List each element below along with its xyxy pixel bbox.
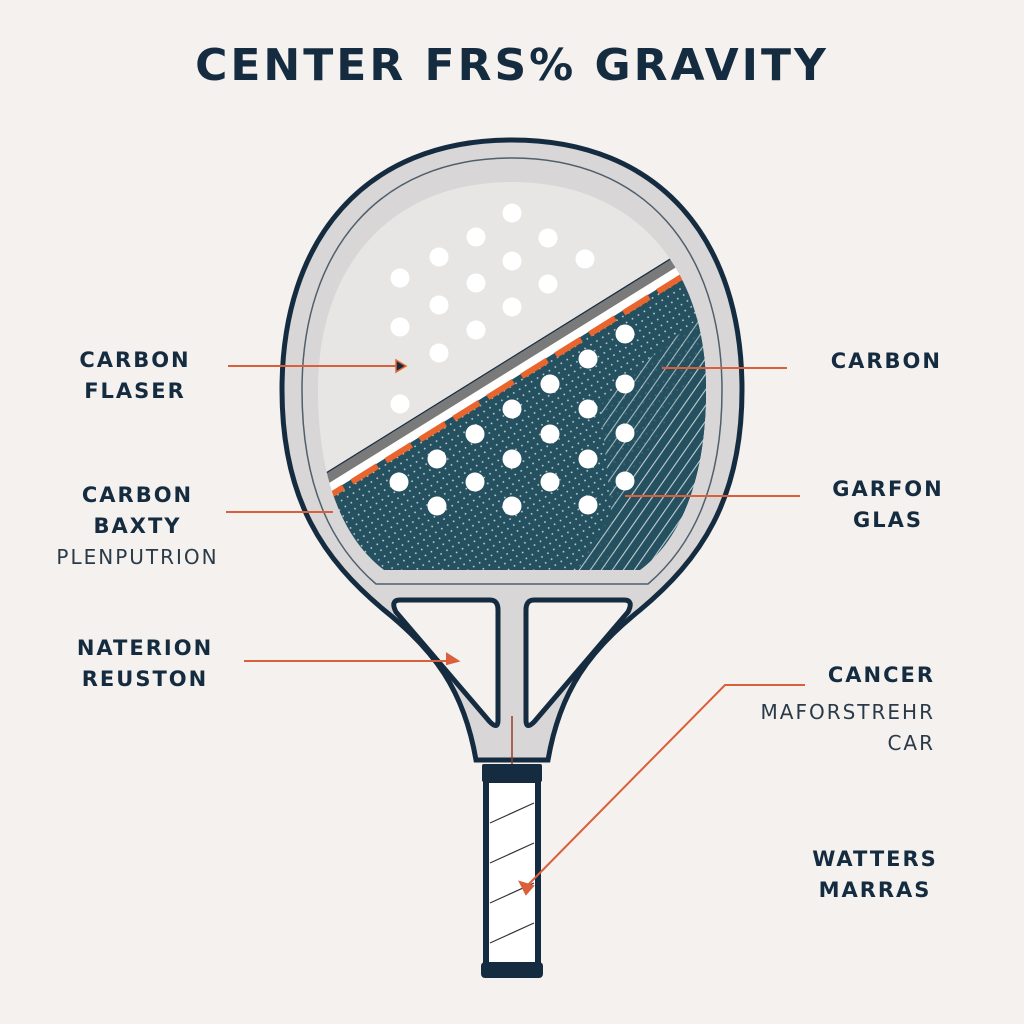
label-subtitle: CAR [887, 731, 935, 755]
label-cancer: CANCER MAFORSTREHR CAR [720, 660, 935, 759]
label-carbon-baxty: CARBON BAXTY PLENPUTRION [55, 480, 220, 573]
label-carbon-flaser: CARBON FLASER [60, 345, 210, 407]
arrow-head-icon [518, 880, 535, 896]
face-holes-bottom [389, 324, 635, 516]
label-line: BAXTY [93, 514, 182, 538]
arrow-head-icon [446, 652, 461, 666]
label-naterion-reuston: NATERION REUSTON [60, 633, 230, 695]
label-line: MARRAS [818, 878, 932, 902]
label-line: GARFON [832, 477, 944, 501]
face-holes-top [390, 203, 595, 414]
racket-throat [391, 597, 633, 765]
label-line: CARBON [79, 348, 191, 372]
label-line: REUSTON [81, 667, 209, 691]
label-carbon-right: CARBON [780, 346, 942, 377]
label-line: CANCER [827, 663, 935, 687]
diagram-title: CENTER FRS% GRAVITY [195, 40, 829, 91]
label-subtitle: PLENPUTRION [56, 545, 219, 569]
label-line: CARBON [81, 483, 194, 507]
label-subtitle: MAFORSTREHR [760, 700, 935, 724]
leader-lines [226, 358, 805, 896]
label-line: GLAS [853, 508, 923, 532]
label-watters-marras: WATTERS MARRAS [800, 844, 950, 906]
label-line: NATERION [76, 636, 214, 660]
arrow-head-icon [395, 358, 408, 374]
label-garfon-glas: GARFON GLAS [818, 474, 958, 536]
racket-handle [481, 764, 543, 978]
label-line: FLASER [84, 379, 186, 403]
label-line: WATTERS [812, 847, 938, 871]
label-line: CARBON [830, 349, 942, 373]
